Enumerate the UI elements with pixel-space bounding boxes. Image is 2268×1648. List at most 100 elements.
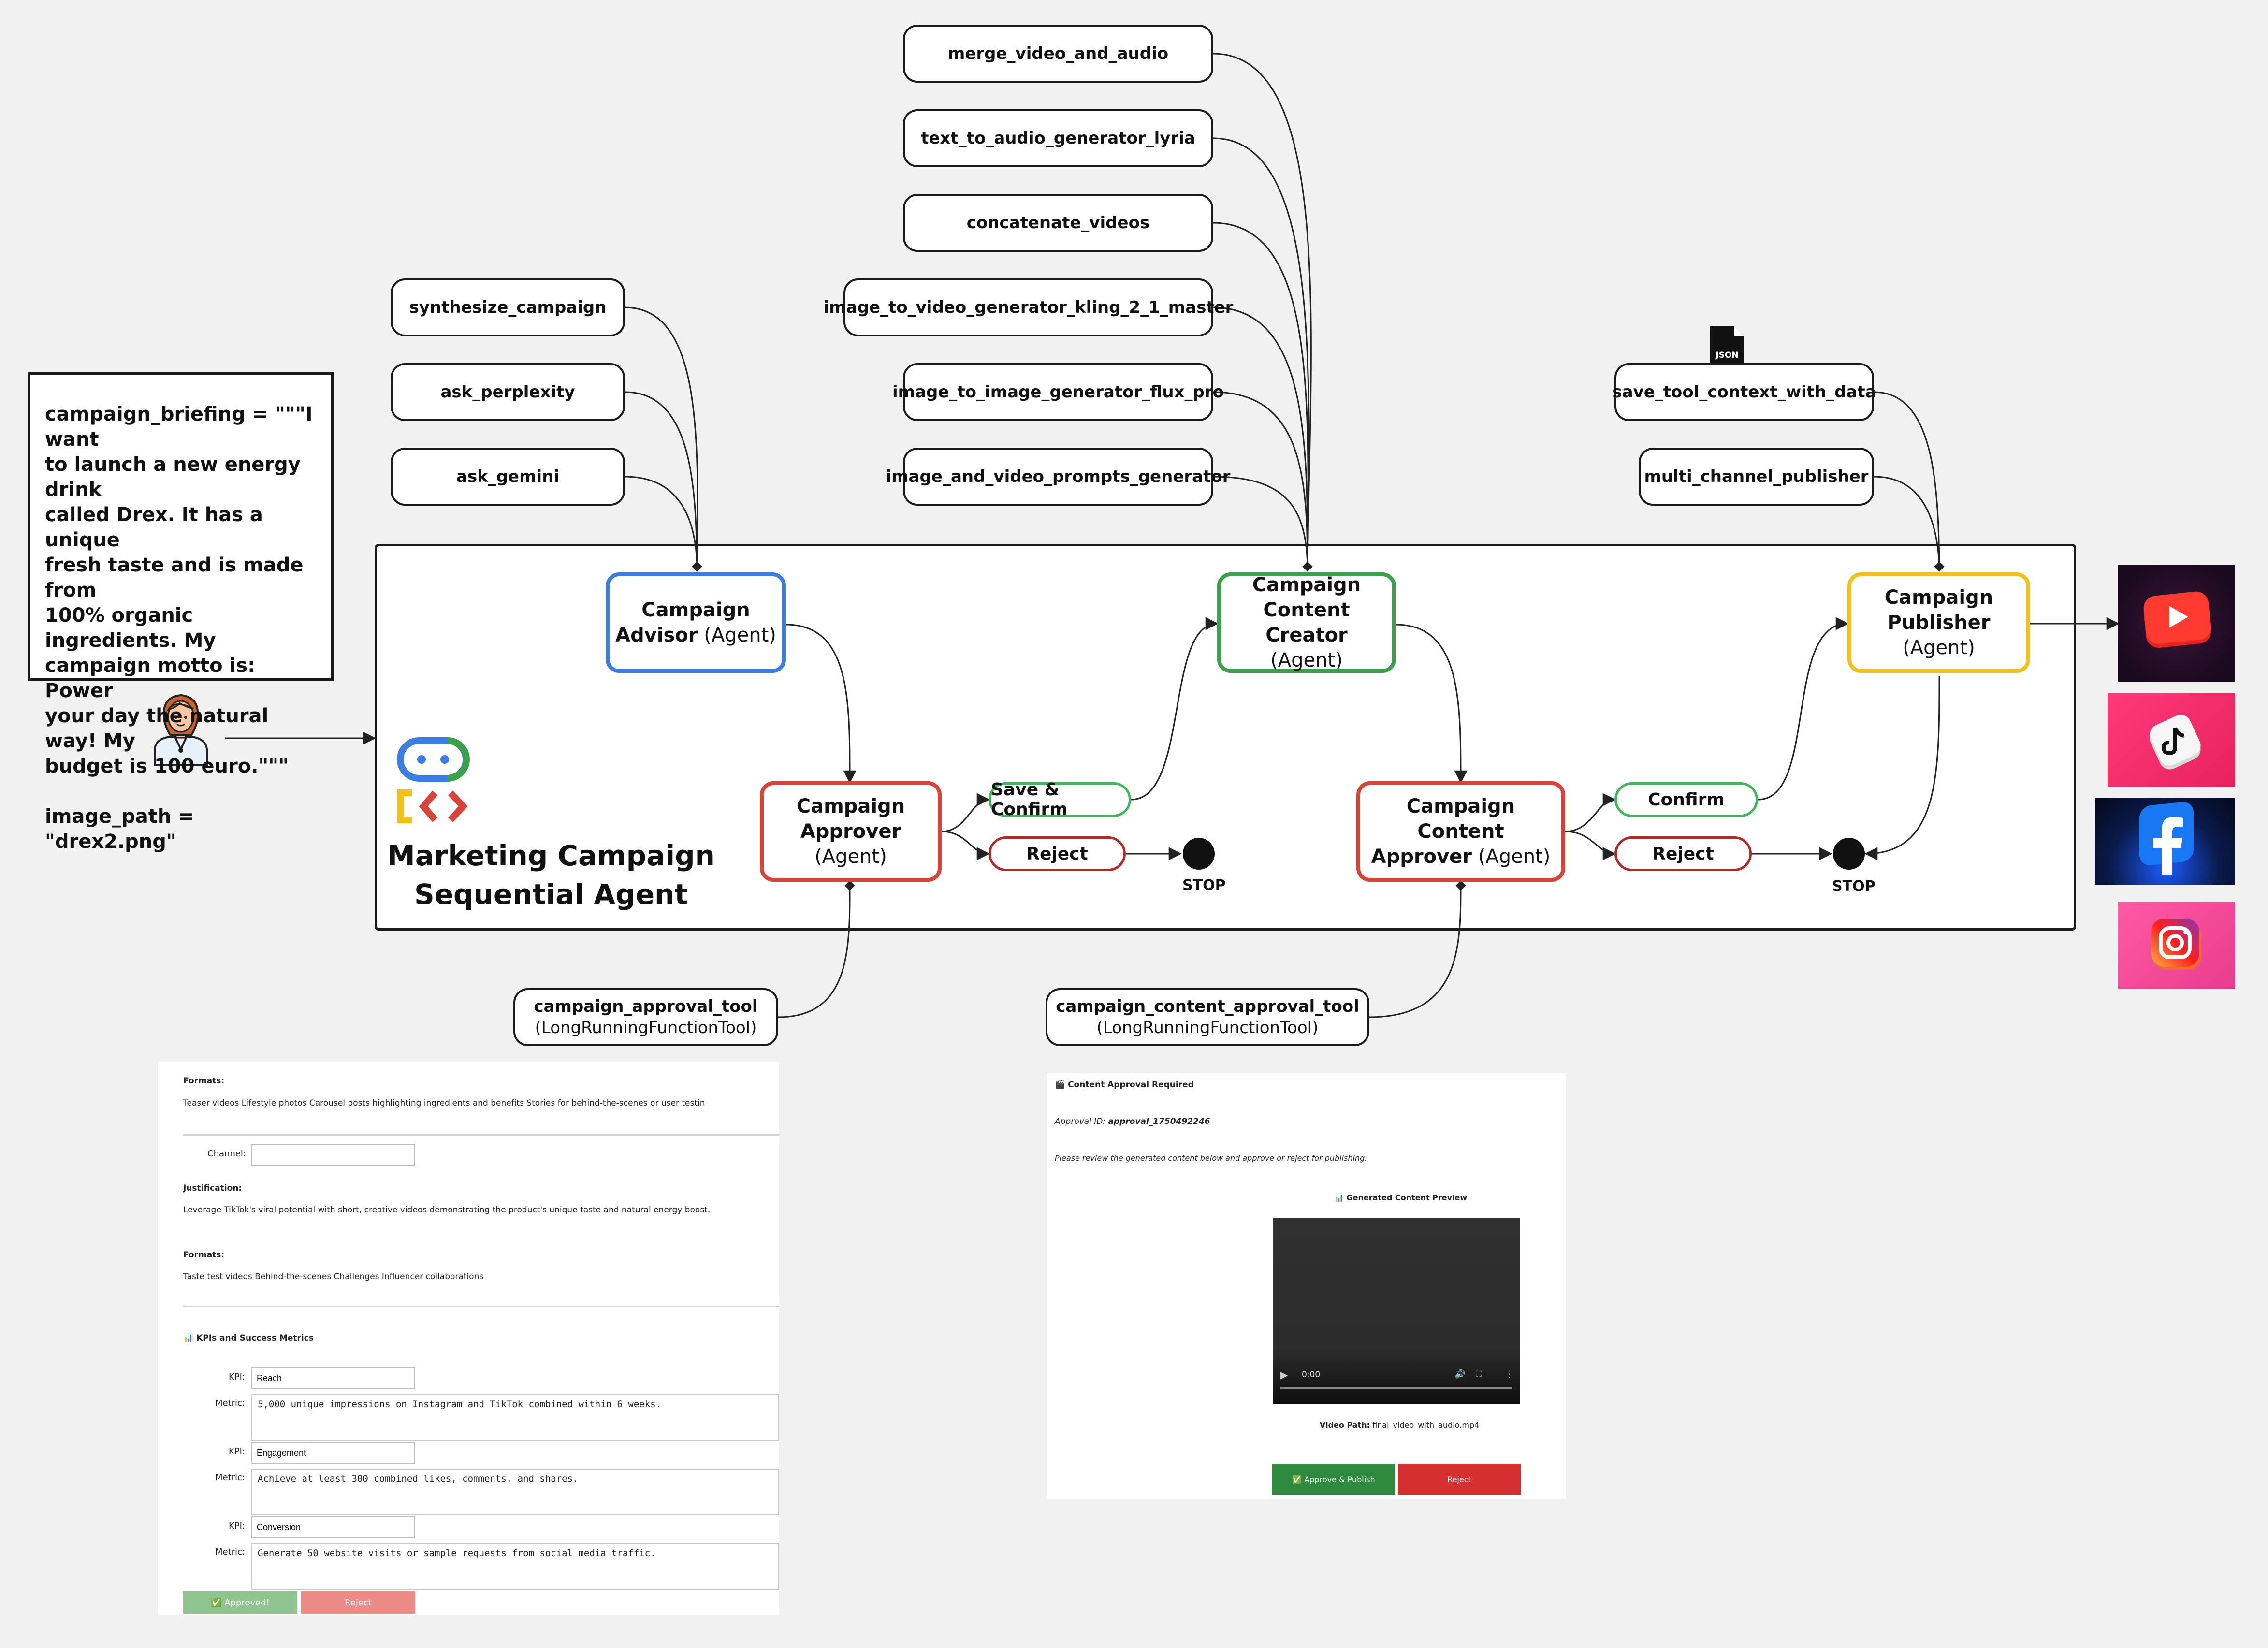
divider <box>183 1134 779 1136</box>
instagram-channel-icon <box>2118 902 2235 989</box>
tool-campaign-approval: campaign_approval_tool (LongRunningFunct… <box>513 988 778 1046</box>
approval-id-row: Approval ID: approval_1750492246 <box>1055 1117 1210 1126</box>
briefing-line: fresh taste and is made from <box>45 554 304 601</box>
tool-type: (LongRunningFunctionTool) <box>535 1018 757 1037</box>
agent-name-2: Advisor <box>615 624 698 646</box>
tool-save-tool-context: save_tool_context_with_data <box>1612 363 1876 421</box>
kpi-input[interactable] <box>251 1367 415 1389</box>
channel-label: Channel: <box>207 1149 246 1159</box>
wire-lyria <box>1213 137 1313 572</box>
video-time: 0:00 <box>1302 1370 1321 1380</box>
preview-heading: 📊 Generated Content Preview <box>1334 1193 1468 1202</box>
justification-label: Justification: <box>183 1183 242 1193</box>
tool-merge-video-and-audio: merge_video_and_audio <box>903 25 1213 83</box>
agent-campaign-advisor: Campaign Advisor (Agent) <box>606 572 786 673</box>
approval-id-label: Approval ID: <box>1055 1117 1106 1126</box>
agent-name: Campaign <box>1252 574 1361 596</box>
reject-button[interactable]: Reject <box>1398 1464 1521 1495</box>
wire-save-context <box>1874 391 1945 572</box>
tool-multi-channel-publisher: multi_channel_publisher <box>1639 448 1874 506</box>
briefing-line: campaign_briefing = """I want <box>45 403 313 451</box>
tool-type: (LongRunningFunctionTool) <box>1096 1018 1319 1037</box>
channel-input[interactable] <box>251 1144 415 1166</box>
metric-textarea[interactable]: 5,000 unique impressions on Instagram an… <box>251 1394 779 1441</box>
metric-label: Metric: <box>215 1547 245 1557</box>
kpi-label: KPI: <box>228 1446 245 1457</box>
tool-name: campaign_approval_tool <box>534 996 758 1016</box>
kpi-input[interactable] <box>251 1516 415 1538</box>
video-path-value: final_video_with_audio.mp4 <box>1372 1420 1480 1429</box>
campaign-briefing-note: campaign_briefing = """I want to launch … <box>28 372 334 853</box>
metric-textarea[interactable]: Achieve at least 300 combined likes, com… <box>251 1469 779 1515</box>
formats-text: Teaser videos Lifestyle photos Carousel … <box>183 1098 705 1108</box>
volume-icon[interactable]: 🔊 <box>1454 1369 1466 1379</box>
tool-concatenate-videos: concatenate_videos <box>903 194 1213 252</box>
tool-name: campaign_content_approval_tool <box>1056 996 1359 1016</box>
stop-label: STOP <box>1832 878 1875 895</box>
content-approval-screenshot: 🎬 Content Approval Required Approval ID:… <box>1047 1073 1566 1499</box>
title-line-2: Sequential Agent <box>414 878 688 911</box>
approved-button[interactable]: ✅ Approved! <box>183 1591 297 1614</box>
tool-image-to-image-flux: image_to_image_generator_flux_pro <box>892 363 1224 421</box>
reject-button[interactable]: Reject <box>301 1591 415 1614</box>
play-icon[interactable]: ▶ <box>1280 1369 1288 1381</box>
video-path-label: Video Path: <box>1320 1420 1370 1429</box>
briefing-line: budget is 100 euro.""" <box>45 755 289 777</box>
decision-reject: Reject <box>989 836 1126 871</box>
wire-synthesize <box>625 306 702 572</box>
briefing-line: campaign motto is: Power <box>45 655 256 702</box>
briefing-line: called Drex. It has a unique <box>45 504 263 551</box>
image-path-line: image_path = "drex2.png" <box>45 805 194 853</box>
agent-kind: (Agent) <box>704 624 776 646</box>
decision-save-confirm: Save & Confirm <box>989 780 1131 819</box>
tool-prompts-generator: image_and_video_prompts_generator <box>886 448 1230 506</box>
video-progress-bar[interactable] <box>1280 1387 1512 1389</box>
agent-campaign-approver: Campaign Approver (Agent) <box>760 781 942 882</box>
approve-publish-button[interactable]: ✅ Approve & Publish <box>1272 1464 1395 1495</box>
divider <box>183 1306 779 1307</box>
agent-campaign-content-creator: Campaign Content Creator (Agent) <box>1217 572 1396 673</box>
more-options-icon[interactable]: ⋮ <box>1505 1368 1514 1380</box>
tool-text-to-audio-lyria: text_to_audio_generator_lyria <box>903 109 1213 167</box>
campaign-approval-form-screenshot: Formats: Teaser videos Lifestyle photos … <box>158 1062 779 1615</box>
svg-text:JSON: JSON <box>1715 350 1738 360</box>
metric-label: Metric: <box>215 1398 245 1408</box>
metric-label: Metric: <box>215 1473 245 1483</box>
kpi-label: KPI: <box>228 1521 245 1531</box>
tool-ask-perplexity: ask_perplexity <box>391 363 625 421</box>
justification-text: Leverage TikTok's viral potential with s… <box>183 1205 711 1215</box>
tool-campaign-content-approval: campaign_content_approval_tool (LongRunn… <box>1046 988 1369 1046</box>
instructions-text: Please review the generated content belo… <box>1055 1153 1367 1163</box>
video-path-row: Video Path: final_video_with_audio.mp4 <box>1320 1420 1479 1429</box>
wire-perplexity <box>625 391 702 572</box>
tool-image-to-video-kling: image_to_video_generator_kling_2_1_maste… <box>824 278 1233 336</box>
fullscreen-icon[interactable]: ⛶ <box>1476 1369 1482 1379</box>
tool-synthesize-campaign: synthesize_campaign <box>391 278 625 336</box>
agent-name-2: Approver <box>1371 846 1472 868</box>
video-player[interactable]: ▶ 0:00 🔊 ⛶ ⋮ <box>1273 1218 1520 1404</box>
agent-kind: (Agent) <box>1270 649 1343 671</box>
wire-kling <box>1213 306 1313 572</box>
agent-name: Campaign <box>1884 586 1993 609</box>
wire-concat <box>1213 222 1313 572</box>
approval-id-value: approval_1750492246 <box>1108 1117 1210 1126</box>
briefing-line: your day the natural way! My <box>45 705 269 752</box>
agent-kind: (Agent) <box>1903 637 1975 659</box>
agent-name-2: Approver <box>800 820 901 843</box>
agent-campaign-content-approver: Campaign Content Approver (Agent) <box>1356 781 1565 882</box>
agent-kind: (Agent) <box>814 846 887 868</box>
stop-label: STOP <box>1182 877 1226 894</box>
formats-label: Formats: <box>183 1076 225 1086</box>
agent-campaign-publisher: Campaign Publisher (Agent) <box>1847 572 2030 673</box>
diagram-title: Marketing Campaign Sequential Agent <box>387 836 715 914</box>
agent-name: Campaign Content <box>1406 795 1515 843</box>
briefing-line: to launch a new energy drink <box>45 453 301 501</box>
metric-textarea[interactable]: Generate 50 website visits or sample req… <box>251 1543 779 1590</box>
agent-name: Campaign <box>641 599 750 621</box>
agent-name-2: Content Creator <box>1263 599 1350 646</box>
kpi-input[interactable] <box>251 1442 415 1464</box>
kpi-section-header: 📊 KPIs and Success Metrics <box>183 1333 314 1343</box>
decision-reject: Reject <box>1614 836 1752 871</box>
agent-name: Campaign <box>796 795 905 817</box>
